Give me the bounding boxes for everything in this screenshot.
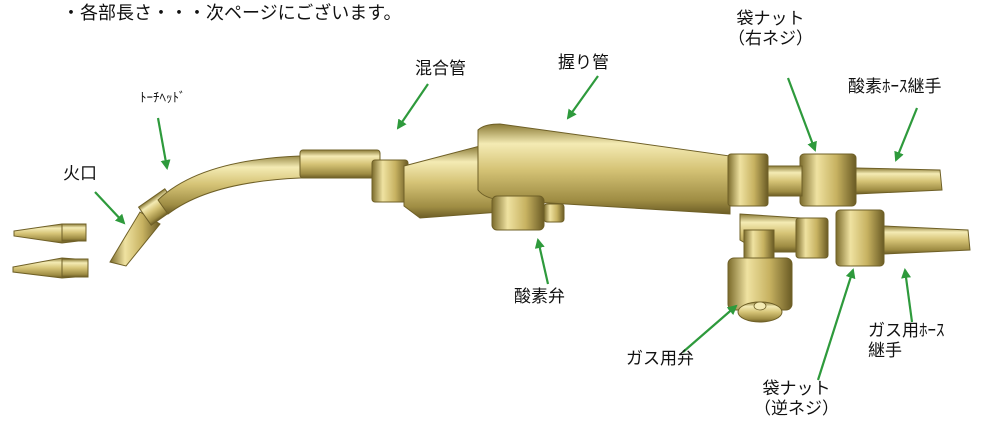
gas-valve-knob [727, 229, 793, 323]
label-oxygen-hose-joint: 酸素ﾎｰｽ継手 [848, 77, 942, 97]
label-mixing-tube: 混合管 [415, 59, 466, 79]
oxygen-hose-nipple [855, 167, 943, 195]
label-grip-tube: 握り管 [558, 53, 609, 73]
label-gas-hose-joint-line2: 継手 [868, 340, 902, 361]
label-bag-nut-right-line1: 袋ナット [736, 9, 805, 29]
arrow-gas-valve [682, 304, 738, 353]
upper-bag-nut [799, 153, 857, 207]
label-bag-nut-right: 袋ナット （右ネジ） [728, 9, 813, 49]
arrow-oxygen-valve [534, 238, 550, 285]
lower-bag-nut [835, 209, 885, 267]
label-gas-valve: ガス用弁 [626, 349, 694, 369]
arrow-hikuchi [94, 191, 126, 225]
length-note: ・各部長さ・・・次ページにございます。 [62, 3, 402, 24]
arrow-mixing-tube [396, 83, 429, 130]
arrow-grip-tube [566, 75, 599, 120]
arrow-gas-hose-joint [901, 268, 914, 323]
label-oxygen-valve: 酸素弁 [514, 287, 565, 307]
lower-nut-left [795, 217, 829, 259]
label-torch-head: ﾄｰﾁﾍｯﾄﾞ [140, 91, 186, 106]
label-bag-nut-right-line2: （右ネジ） [728, 28, 813, 49]
spare-tip-2 [12, 257, 89, 279]
arrow-oxygen-hose-joint [894, 107, 919, 162]
grip-tube-shape [477, 123, 731, 215]
upper-nut-left [727, 153, 769, 207]
arrow-torch-head [156, 117, 171, 170]
label-gas-hose-joint: ガス用ﾎｰｽ 継手 [868, 321, 945, 361]
spare-tip-1 [13, 223, 87, 244]
label-bag-nut-reverse-line2: （逆ネジ） [754, 398, 839, 419]
gas-hose-nipple [883, 225, 971, 255]
oxygen-valve-knob [491, 195, 565, 231]
label-gas-hose-joint-line1: ガス用ﾎｰｽ [868, 321, 945, 341]
arrow-bag-nut-reverse [816, 268, 856, 381]
arrow-bag-nut-right [786, 77, 817, 152]
leader-arrows [94, 75, 919, 381]
label-hikuchi: 火口 [63, 164, 97, 184]
mixing-nut [371, 159, 409, 203]
upper-link [767, 165, 803, 197]
label-bag-nut-reverse-line1: 袋ナット [762, 379, 831, 399]
label-bag-nut-reverse: 袋ナット （逆ネジ） [754, 379, 839, 419]
mixing-tube-shape [299, 149, 381, 179]
